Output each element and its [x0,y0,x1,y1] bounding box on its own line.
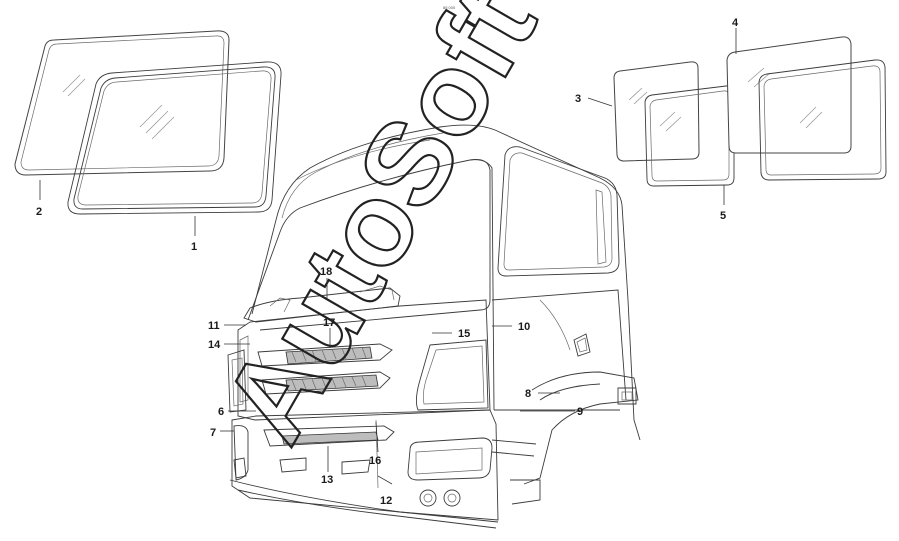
callout-17: 17 [323,317,335,329]
side-window-seal [644,85,735,187]
vent-mesh-upper [285,346,373,365]
callout-2: 2 [36,206,42,218]
svg-text:AutoSoft: AutoSoft [198,0,561,463]
side-window-glass-right [726,36,852,154]
callout-10: 10 [518,321,530,333]
callout-11: 11 [208,320,220,332]
windshield-glass [14,30,230,176]
callout-7: 7 [210,427,216,439]
callout-labels: 1 2 3 4 5 6 7 8 9 10 11 12 13 14 15 16 1… [36,17,739,507]
callout-18: 18 [320,266,332,278]
bumper-mesh [281,431,379,445]
cab-body [247,124,641,505]
side-window-glass-left [613,61,700,162]
callout-9: 9 [577,406,583,418]
callout-3: 3 [575,93,581,105]
callout-14: 14 [208,339,221,351]
side-window-glass-rear [758,59,887,181]
vent-mesh-lower [285,374,379,392]
windshield-seal [67,61,282,215]
callout-16: 16 [369,455,381,467]
front-panel [227,285,499,529]
callout-5: 5 [720,210,726,222]
callout-15: 15 [458,328,470,340]
callout-6: 6 [218,406,224,418]
callout-12: 12 [380,495,392,507]
leader-lines [39,28,737,485]
diagram-code: 85 000 [443,5,456,10]
callout-1: 1 [191,241,197,253]
watermark: AutoSoft [197,0,563,464]
callout-8: 8 [525,388,531,400]
callout-4: 4 [732,17,739,29]
callout-13: 13 [321,474,333,486]
